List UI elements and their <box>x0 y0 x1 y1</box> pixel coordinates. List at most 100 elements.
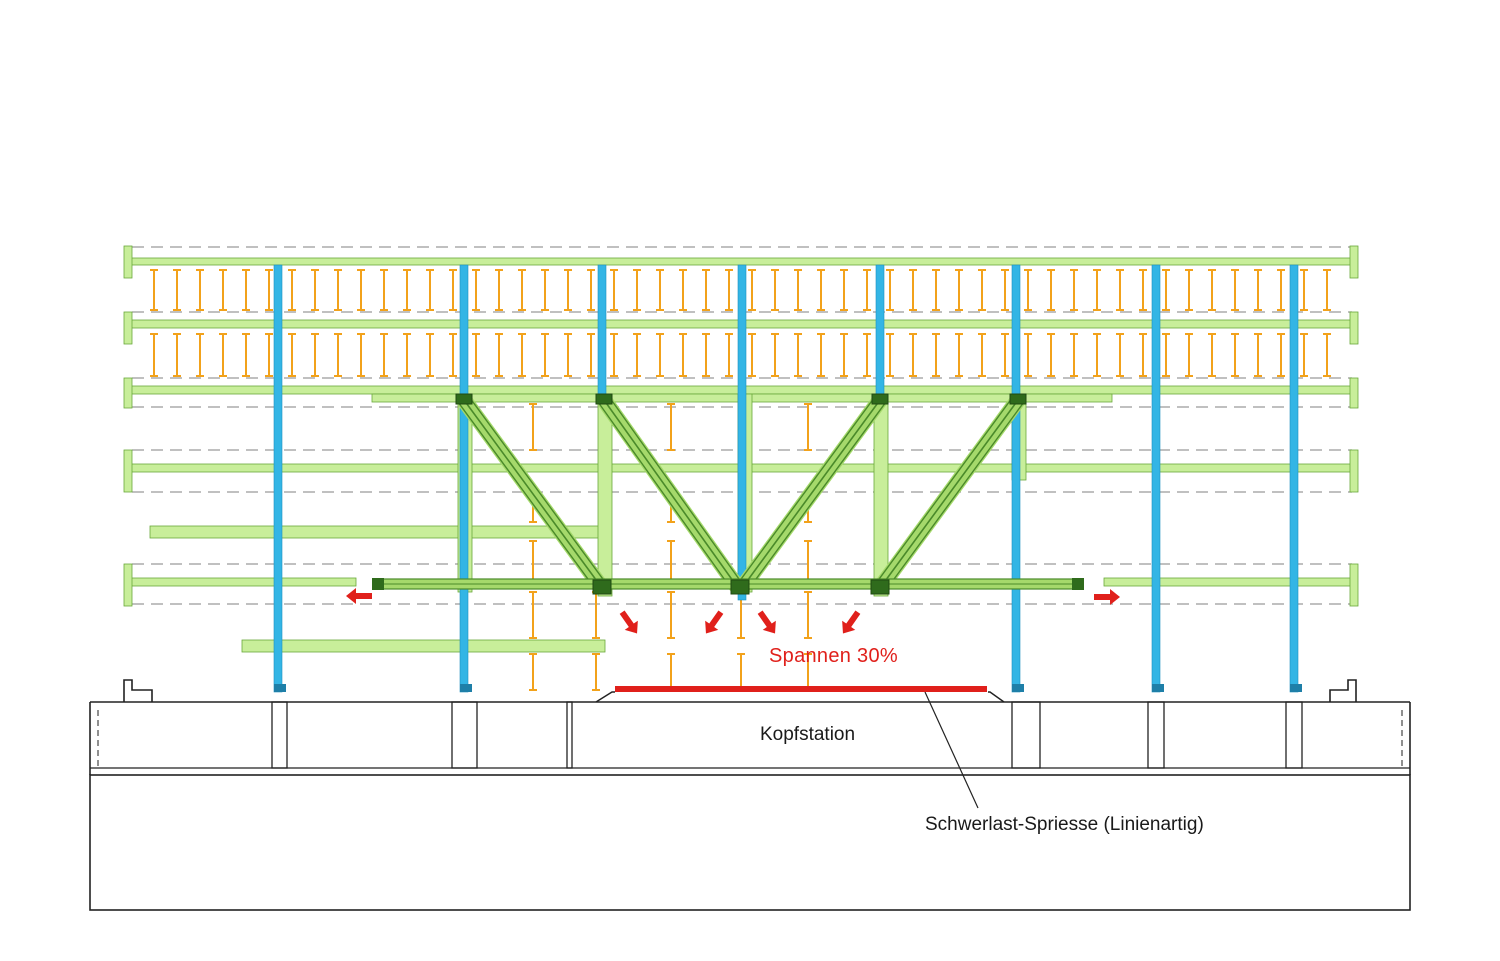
arrow-shape <box>1094 589 1120 605</box>
slab-4-end-left <box>123 449 133 493</box>
load-indicators <box>346 588 1120 692</box>
slab-2-end-right <box>1349 311 1359 345</box>
arrow-shape <box>842 610 861 634</box>
brace-edge <box>598 403 734 592</box>
prop <box>1231 333 1239 377</box>
prop <box>242 333 250 377</box>
prop <box>1185 333 1193 377</box>
prop <box>667 403 675 451</box>
prop <box>886 269 894 311</box>
roof-end-left <box>123 245 133 279</box>
station-pier <box>271 701 288 769</box>
brace-edge <box>746 403 886 592</box>
prop <box>667 591 675 639</box>
slab-5-end-left <box>123 563 133 607</box>
prop <box>265 269 273 311</box>
slab-step-right <box>1329 679 1357 702</box>
brace-node-bottom <box>730 579 750 595</box>
prop <box>978 333 986 377</box>
prop <box>1024 333 1032 377</box>
prop <box>804 540 812 583</box>
prop <box>1116 333 1124 377</box>
prop <box>242 269 250 311</box>
prop <box>529 653 537 691</box>
brace-edge <box>874 396 1014 585</box>
blue-column <box>273 264 283 693</box>
column-foot <box>1152 684 1164 692</box>
red-arrow-icon <box>1094 589 1120 605</box>
prop <box>1277 269 1285 311</box>
prop <box>1139 269 1147 311</box>
tie-anchor <box>372 578 384 590</box>
prop <box>403 333 411 377</box>
column-foot <box>1012 684 1024 692</box>
prop <box>173 269 181 311</box>
prop <box>1001 333 1009 377</box>
prop <box>932 269 940 311</box>
prop <box>1047 269 1055 311</box>
prop <box>1162 333 1170 377</box>
brace-edge <box>603 399 739 589</box>
prop <box>955 269 963 311</box>
prop <box>610 333 618 377</box>
prop <box>1093 333 1101 377</box>
prop <box>541 333 549 377</box>
prop <box>737 653 745 691</box>
prop <box>794 333 802 377</box>
arrow-shape <box>757 610 776 634</box>
prop <box>380 333 388 377</box>
roof-end-right <box>1349 245 1359 279</box>
station-label: Kopfstation <box>760 724 856 745</box>
brace <box>735 395 887 593</box>
prop <box>909 269 917 311</box>
prop <box>1323 269 1331 311</box>
prop <box>932 333 940 377</box>
prop <box>656 333 664 377</box>
brace <box>457 395 609 593</box>
prop <box>518 269 526 311</box>
prop <box>587 269 595 311</box>
prop <box>1300 269 1308 311</box>
slab-5-left <box>127 577 357 587</box>
prop <box>1208 333 1216 377</box>
heavy-strut-line <box>615 686 987 692</box>
prop <box>978 269 986 311</box>
prop <box>403 269 411 311</box>
red-arrow-icon <box>619 610 638 634</box>
brace-edge <box>458 403 598 592</box>
prop <box>633 333 641 377</box>
brace-node-bottom <box>592 579 612 595</box>
prop <box>794 269 802 311</box>
blue-column <box>1151 264 1161 693</box>
red-arrow-icon <box>842 610 861 634</box>
red-arrow-icon <box>346 588 372 604</box>
prop <box>449 333 457 377</box>
strut-label: Schwerlast-Spriesse (Linienartig) <box>925 814 1204 835</box>
prop <box>288 333 296 377</box>
blue-column <box>875 264 885 395</box>
prop <box>1254 333 1262 377</box>
prop <box>541 269 549 311</box>
prop <box>1254 269 1262 311</box>
prop <box>1208 269 1216 311</box>
prop <box>334 333 342 377</box>
prop <box>529 591 537 639</box>
slab-notch-right <box>988 691 1005 703</box>
prop <box>173 333 181 377</box>
slab-2-end-left <box>123 311 133 345</box>
blue-column <box>737 264 747 601</box>
slab-partial-2 <box>241 639 606 653</box>
prop <box>909 333 917 377</box>
prop <box>863 333 871 377</box>
prop <box>288 269 296 311</box>
blue-column <box>1289 264 1299 693</box>
prop <box>1185 269 1193 311</box>
prop <box>518 333 526 377</box>
brace-edge <box>468 396 608 585</box>
prop <box>817 333 825 377</box>
station-pier <box>1147 701 1165 769</box>
steel-columns <box>273 264 1302 693</box>
prop <box>633 269 641 311</box>
prop <box>219 269 227 311</box>
prop <box>863 269 871 311</box>
